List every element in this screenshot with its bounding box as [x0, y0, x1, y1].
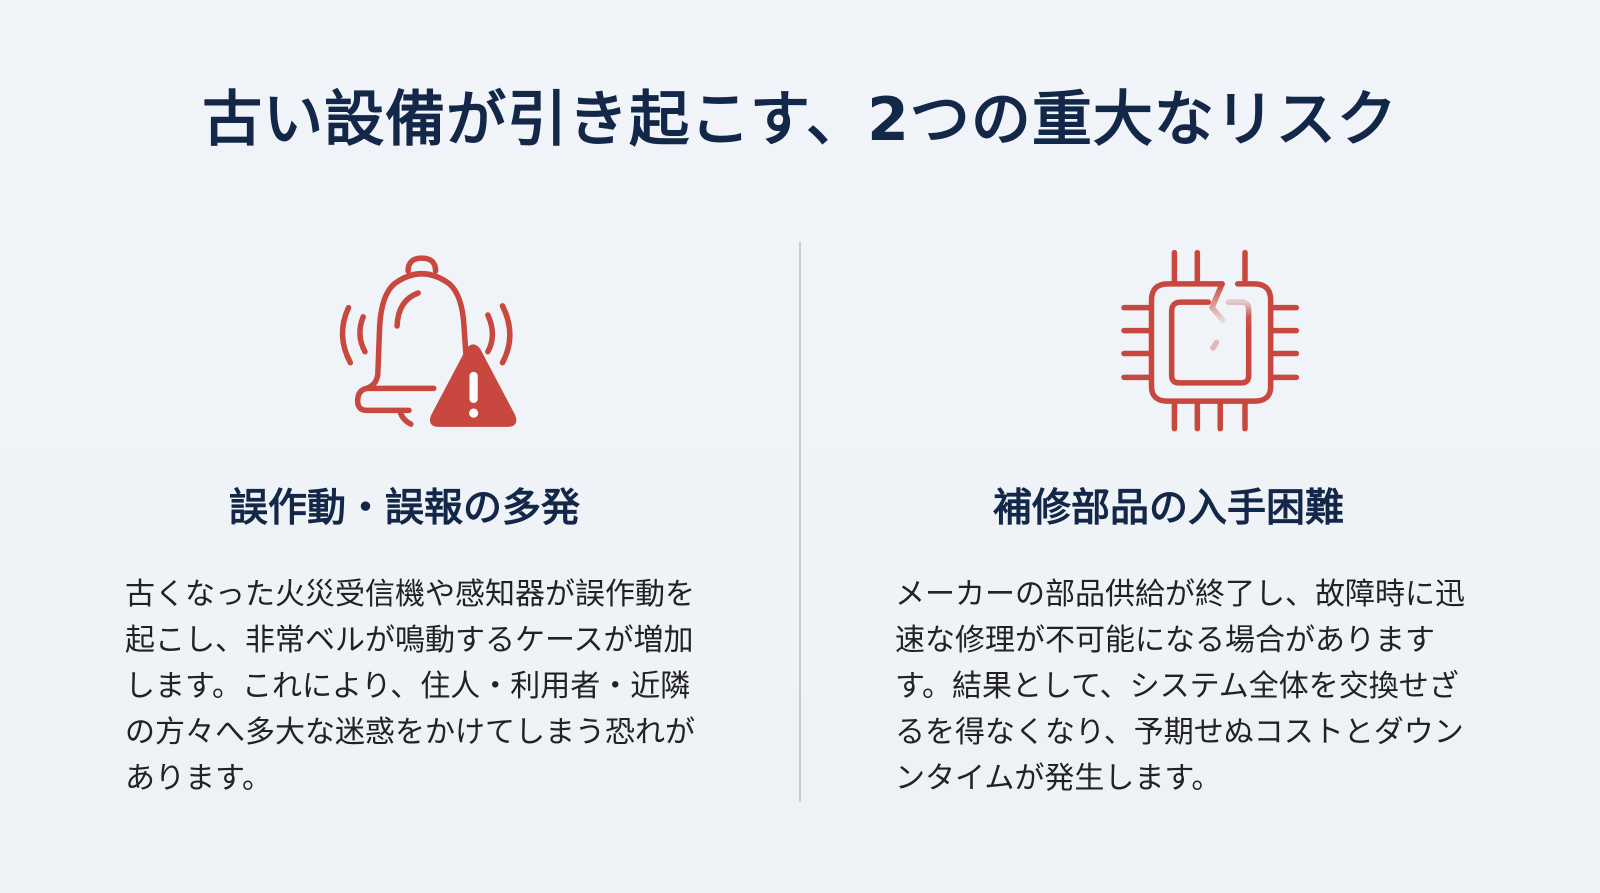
- bell-warning-icon: [310, 232, 530, 442]
- risk-heading: 誤作動・誤報の多発: [229, 486, 581, 531]
- description-line: るを得なくなり、予期せぬコストとダウン: [895, 715, 1464, 750]
- description-line: 起こし、非常ベルが鳴動するケースが増加: [125, 623, 694, 658]
- description-line: 速な修理が不可能になる場合があります: [895, 623, 1435, 658]
- description-line: メーカーの部品供給が終了し、故障時に迅: [895, 577, 1465, 612]
- description-line: あります。: [125, 761, 272, 796]
- broken-chip-icon: [1080, 232, 1300, 442]
- slide-title: 古い設備が引き起こす、2つの重大なリスク: [202, 85, 1398, 155]
- description-line: 古くなった火災受信機や感知器が誤作動を: [125, 577, 695, 612]
- risk-description: メーカーの部品供給が終了し、故障時に迅 速な修理が不可能になる場合があります す…: [895, 572, 1495, 802]
- description-line: の方々へ多大な迷惑をかけてしまう恐れが: [125, 715, 695, 750]
- risk-description: 古くなった火災受信機や感知器が誤作動を 起こし、非常ベルが鳴動するケースが増加 …: [125, 572, 735, 802]
- column-divider: [799, 242, 801, 802]
- risk-heading: 補修部品の入手困難: [993, 486, 1345, 531]
- description-line: す。結果として、システム全体を交換せざ: [895, 669, 1459, 704]
- description-line: ンタイムが発生します。: [895, 761, 1222, 796]
- description-line: します。これにより、住人・利用者・近隣: [125, 669, 691, 704]
